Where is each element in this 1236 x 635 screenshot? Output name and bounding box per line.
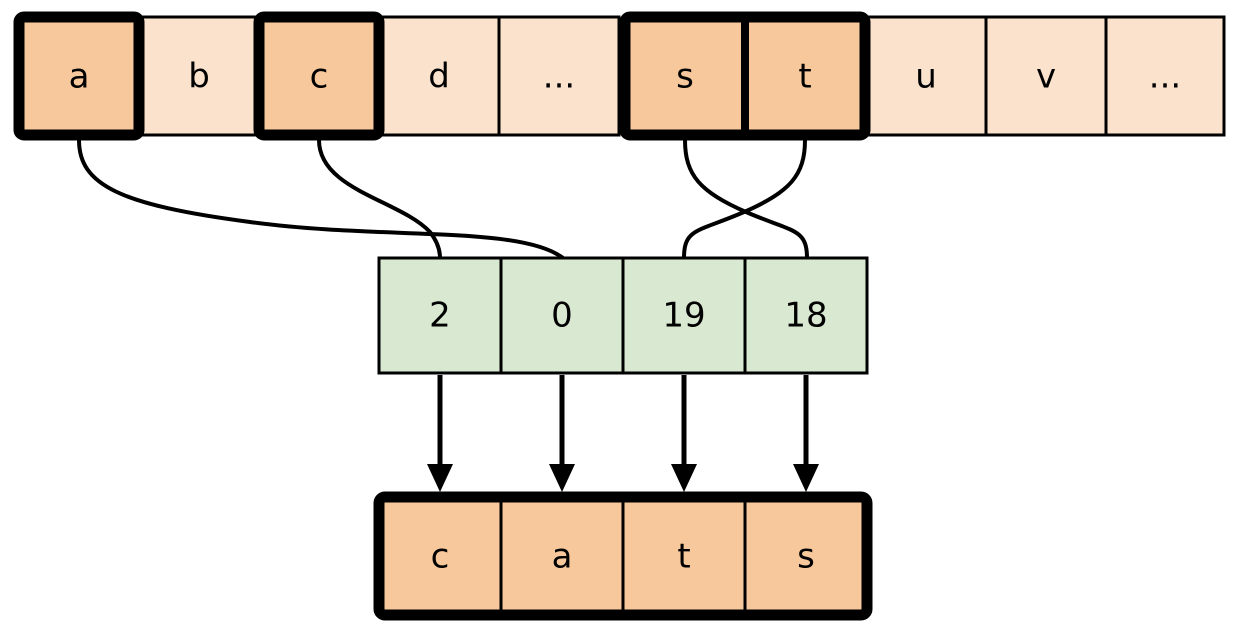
- alphabet-cell-s[interactable]: [623, 15, 747, 137]
- index-cell-18[interactable]: [743, 256, 869, 375]
- alphabet-cell-b[interactable]: [137, 15, 261, 137]
- index-cell-2[interactable]: [377, 256, 503, 375]
- arrow-group: [427, 375, 819, 492]
- alphabet-cell-d[interactable]: [377, 15, 501, 137]
- highlight-frame-c: [253, 11, 385, 141]
- connector-c-to-2: [317, 139, 442, 259]
- alphabet-cell-c[interactable]: [257, 15, 381, 137]
- arrow-2-to-c-head: [427, 464, 453, 492]
- alphabet-cell-ellipsis-1[interactable]: [497, 15, 621, 137]
- arrow-19-to-t-head: [671, 464, 697, 492]
- alphabet-cell-a[interactable]: [17, 15, 141, 137]
- result-cell-a[interactable]: [499, 495, 625, 617]
- highlight-frame-result: [373, 491, 873, 621]
- result-cell-s[interactable]: [743, 495, 869, 617]
- result-cell-t[interactable]: [621, 495, 747, 617]
- arrow-18-to-s-head: [793, 464, 819, 492]
- highlight-frame-a: [13, 11, 145, 141]
- alphabet-cell-t[interactable]: [743, 15, 867, 137]
- alphabet-row: a b c d ... s t u v ...: [13, 11, 1226, 141]
- connector-s-to-18: [683, 139, 809, 259]
- alphabet-cell-v[interactable]: [984, 15, 1108, 137]
- connector-t-to-19: [682, 139, 807, 259]
- index-cell-19[interactable]: [621, 256, 747, 375]
- arrow-0-to-a-head: [549, 464, 575, 492]
- result-row: c a t s: [373, 491, 873, 621]
- connector-group: [77, 139, 809, 260]
- alphabet-cell-ellipsis-2[interactable]: [1104, 15, 1226, 137]
- index-row: 2 0 19 18: [377, 256, 869, 375]
- index-cell-0[interactable]: [499, 256, 625, 375]
- result-cell-c[interactable]: [377, 495, 503, 617]
- alphabet-cell-u[interactable]: [864, 15, 988, 137]
- connector-a-to-0: [77, 139, 565, 260]
